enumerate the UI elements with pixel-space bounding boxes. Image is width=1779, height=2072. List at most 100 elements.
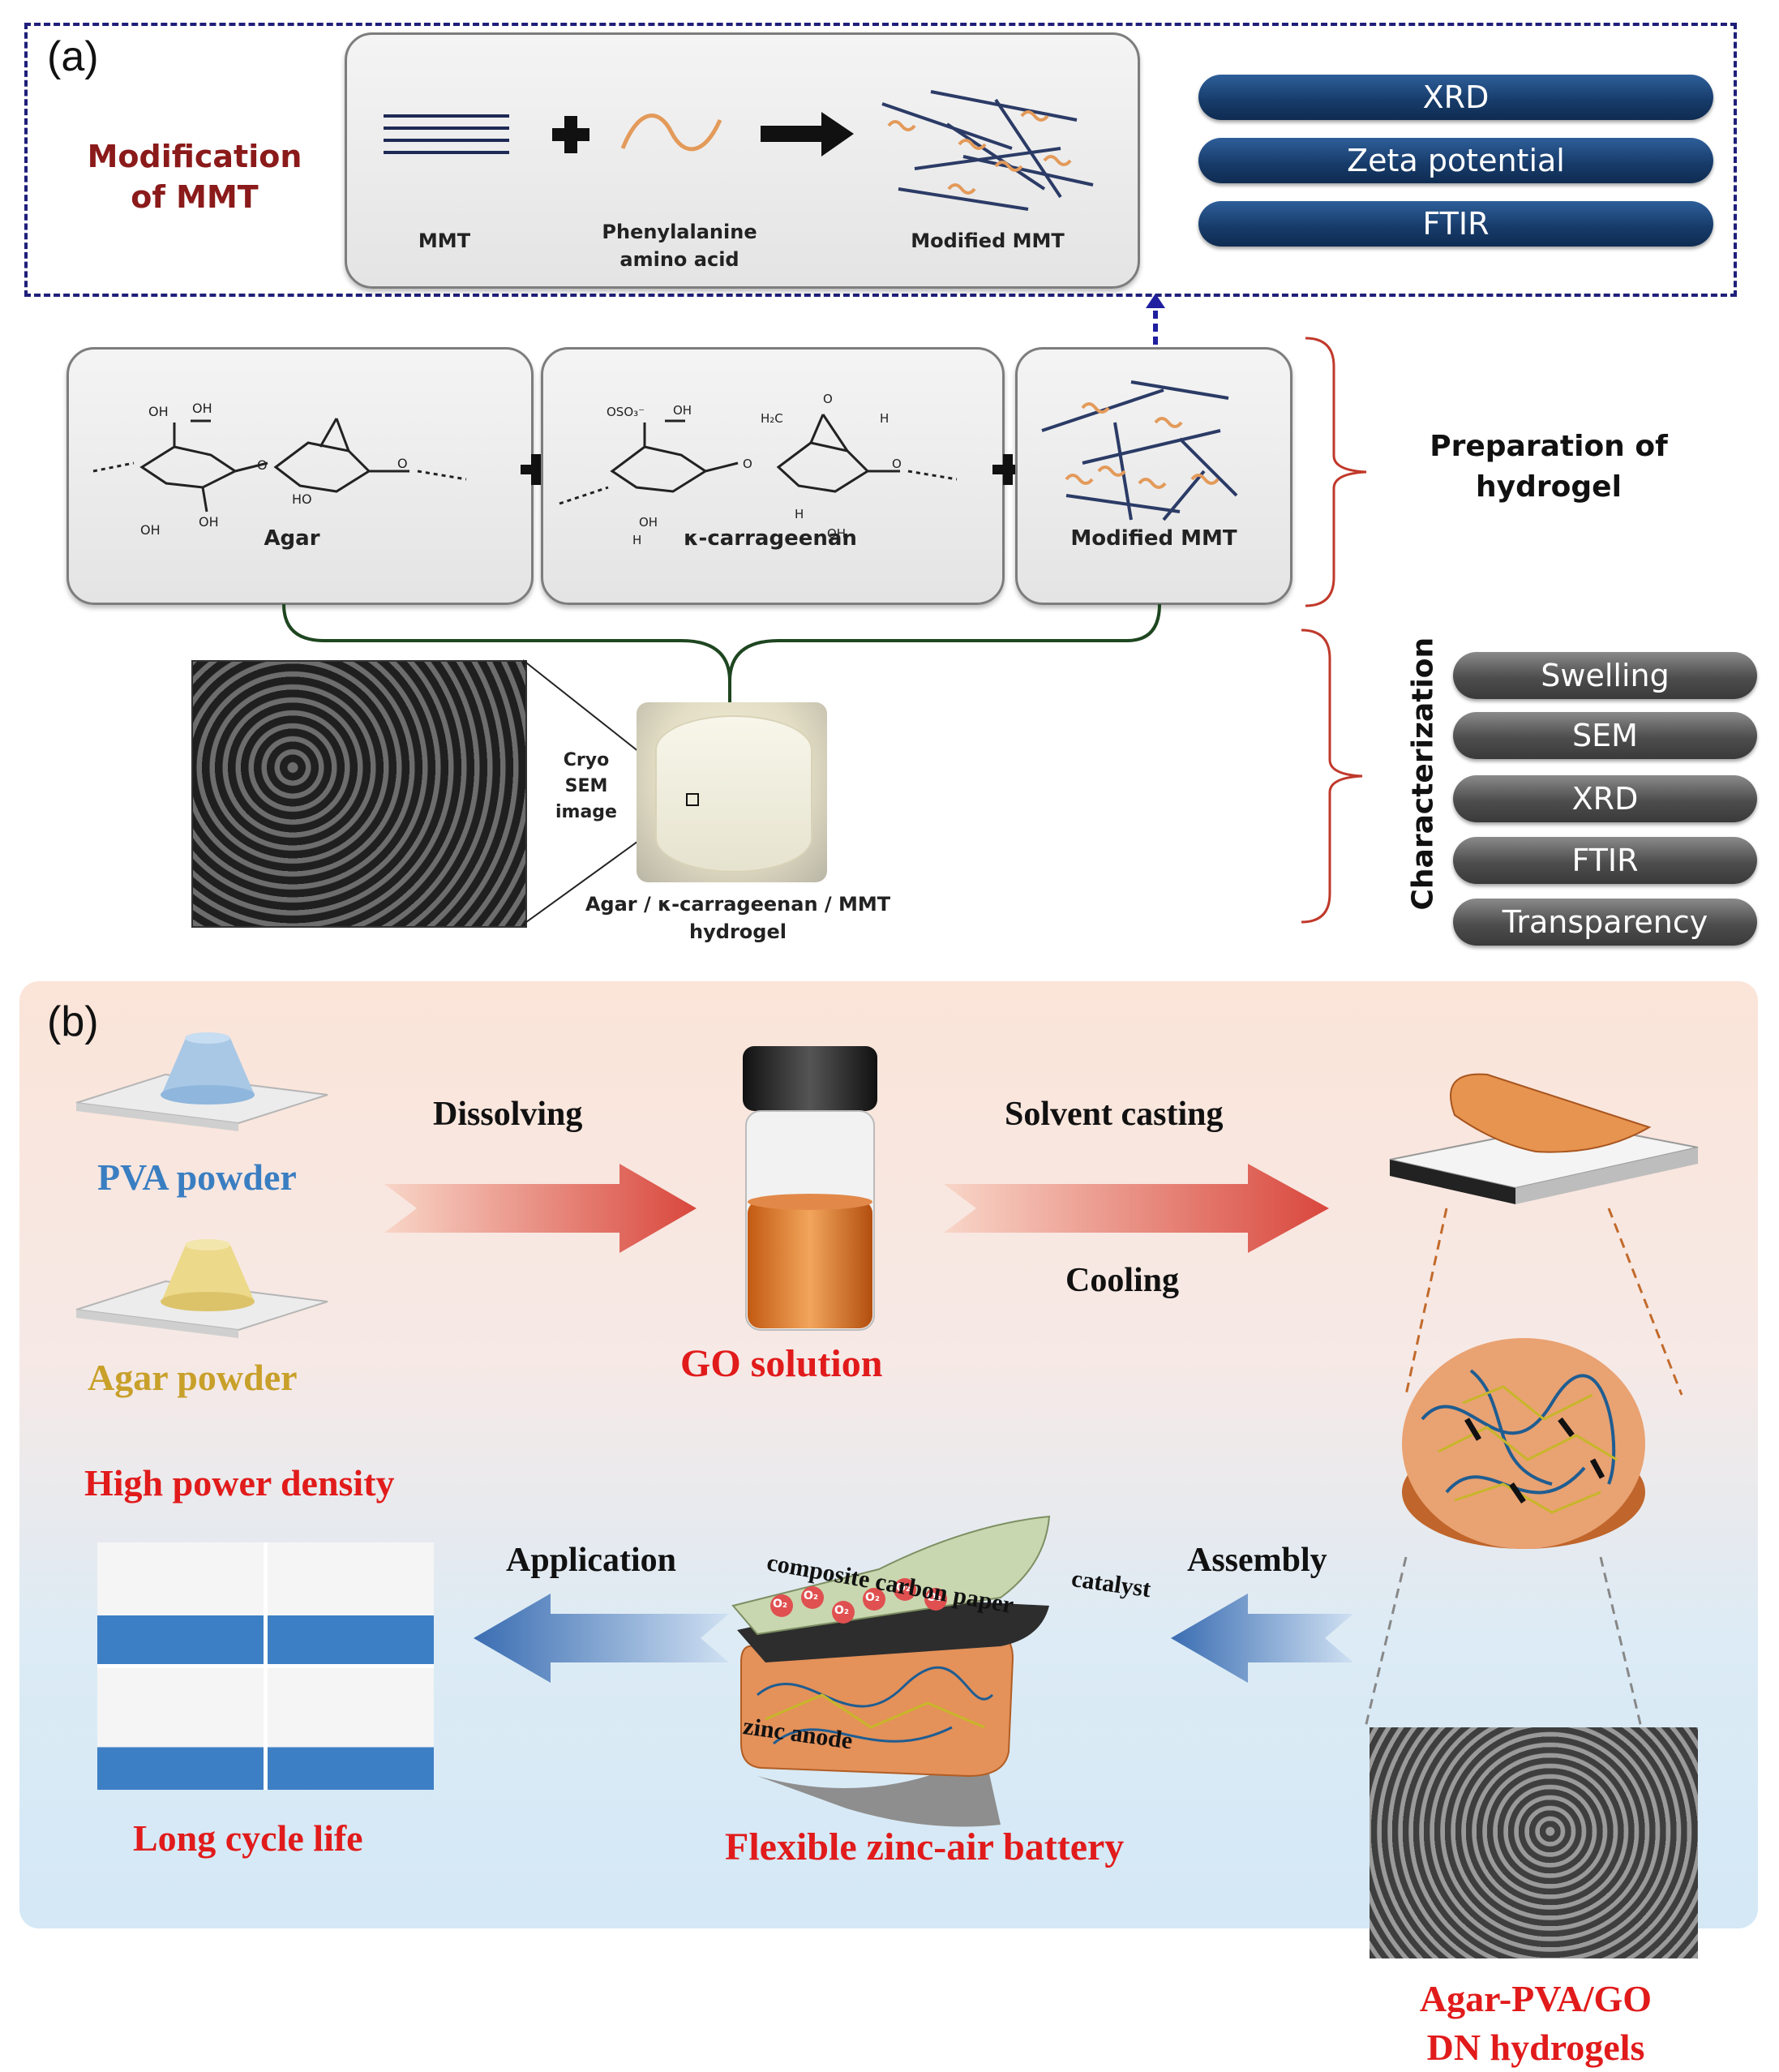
application-photo-4 [268,1668,434,1790]
mmt-label: MMT [418,230,471,252]
hydrogel-label-line1: Agar / κ-carrageenan / MMT [585,893,891,916]
svg-text:OH: OH [192,401,212,416]
combine-connector [282,603,1161,706]
application-photo-3 [97,1668,264,1790]
modification-scheme [384,90,1094,211]
pva-powder-label: PVA powder [97,1156,297,1198]
modified-mmt-label-top: Modified MMT [911,230,1065,252]
svg-text:H₂C: H₂C [761,411,783,426]
svg-text:H: H [795,507,804,521]
go-solution-label: GO solution [680,1342,883,1385]
o2-label-1: O₂ [773,1598,788,1611]
panel-b: (b) PVA powder Agar powder Dissolving GO… [19,981,1758,2068]
cooling-label: Cooling [1065,1262,1180,1299]
hydrogel-disc [655,715,812,873]
hydrogel-network-icon [1402,1338,1645,1549]
amino-acid-label: Phenylalanine amino acid [574,218,785,273]
hydrogel-label: Agar / κ-carrageenan / MMT hydrogel [559,890,916,946]
panel-b-label: (b) [47,998,99,1045]
cryo-label-line2: SEM [564,776,608,796]
hydrogel-zoom-box [686,793,699,806]
dissolving-label: Dissolving [433,1096,583,1133]
o2-label-4: O₂ [865,1591,881,1604]
application-photos [97,1542,434,1790]
preparation-title-line2: hydrogel [1476,470,1622,504]
characterization-bracket [1301,628,1363,924]
panel-a-label: (a) [47,33,99,80]
method-pill-zeta: Zeta potential [1198,138,1713,183]
method-pill-ftir-b: FTIR [1453,837,1757,884]
cryo-label-line3: image [555,802,617,822]
agar-powder-icon [75,1239,328,1338]
pva-powder-icon [75,1032,328,1131]
svg-text:OH: OH [140,522,161,538]
panel-a: (a) Modification of MMT [0,0,1779,965]
zoom-dashes-grey [1364,1556,1643,1728]
svg-text:OSO₃⁻: OSO₃⁻ [607,405,645,419]
method-pill-swelling: Swelling [1453,652,1757,699]
o2-label-5: O₂ [896,1581,911,1594]
solvent-casting-arrow-icon [944,1164,1329,1253]
o2-label-6: O₂ [927,1591,942,1604]
flexible-battery-label: Flexible zinc-air battery [725,1825,1125,1868]
amino-acid-label-line1: Phenylalanine [602,221,757,243]
agar-powder-label: Agar powder [88,1357,298,1398]
cryo-label-line1: Cryo [563,750,610,770]
zoom-dashes-orange [1404,1208,1683,1396]
modification-title-line1: Modification [87,139,302,174]
modification-card: MMT Phenylalanine amino acid Modified MM… [345,32,1140,289]
svg-text:O: O [397,456,408,471]
modified-mmt-label-bottom: Modified MMT [1070,526,1237,551]
svg-text:OH: OH [199,514,219,530]
dn-hydrogels-label: Agar-PVA/GO DN hydrogels [1357,1975,1714,2072]
plus-icon [552,116,589,153]
svg-text:OH: OH [639,515,658,530]
high-power-density-label: High power density [84,1462,395,1504]
modified-mmt-card: Modified MMT [1015,347,1292,605]
dn-hydrogels-label-line2: DN hydrogels [1426,2027,1645,2068]
cryo-sem-image [191,660,527,928]
modification-title-line2: of MMT [131,179,259,215]
method-pill-ftir: FTIR [1198,201,1713,247]
modification-title: Modification of MMT [81,136,308,217]
preparation-title-line1: Preparation of [1430,430,1668,463]
zinc-air-battery-icon [731,1515,1051,1827]
dissolving-arrow-icon [384,1164,697,1253]
svg-text:O: O [743,457,752,471]
svg-text:HO: HO [292,491,312,507]
o2-label-3: O₂ [834,1604,850,1617]
reaction-arrow-icon [761,112,854,157]
up-arrow-icon [1146,294,1165,345]
method-pill-sem: SEM [1453,712,1757,759]
go-vial-icon [743,1046,877,1331]
dn-hydrogel-sem-image [1370,1727,1698,1958]
hydrogel-film-icon [1389,1073,1699,1204]
dn-hydrogels-label-line1: Agar-PVA/GO [1419,1978,1653,2019]
carrageenan-label: κ-carrageenan [684,526,857,551]
svg-text:O: O [823,392,833,406]
amino-acid-wave-icon [620,114,722,152]
modified-mmt-icon [881,90,1094,211]
application-photo-2 [268,1542,434,1664]
long-cycle-life-label: Long cycle life [133,1817,363,1859]
modification-dashed-box [24,23,1737,297]
method-pill-xrd-b: XRD [1453,775,1757,822]
amino-acid-label-line2: amino acid [619,248,739,271]
application-photo-1 [97,1542,264,1664]
svg-text:OH: OH [148,404,169,419]
hydrogel-label-line2: hydrogel [689,920,787,943]
agar-label: Agar [264,526,320,551]
mmt-layers-icon [384,114,509,154]
preparation-title: Preparation of hydrogel [1395,427,1703,508]
assembly-arrow-icon [1171,1594,1353,1683]
modified-mmt-icon-2 [1041,380,1238,521]
svg-text:O: O [892,457,902,471]
svg-text:OH: OH [673,403,692,418]
svg-text:H: H [632,533,641,547]
characterization-title: Characterization [1406,637,1440,911]
method-pill-xrd: XRD [1198,75,1713,120]
